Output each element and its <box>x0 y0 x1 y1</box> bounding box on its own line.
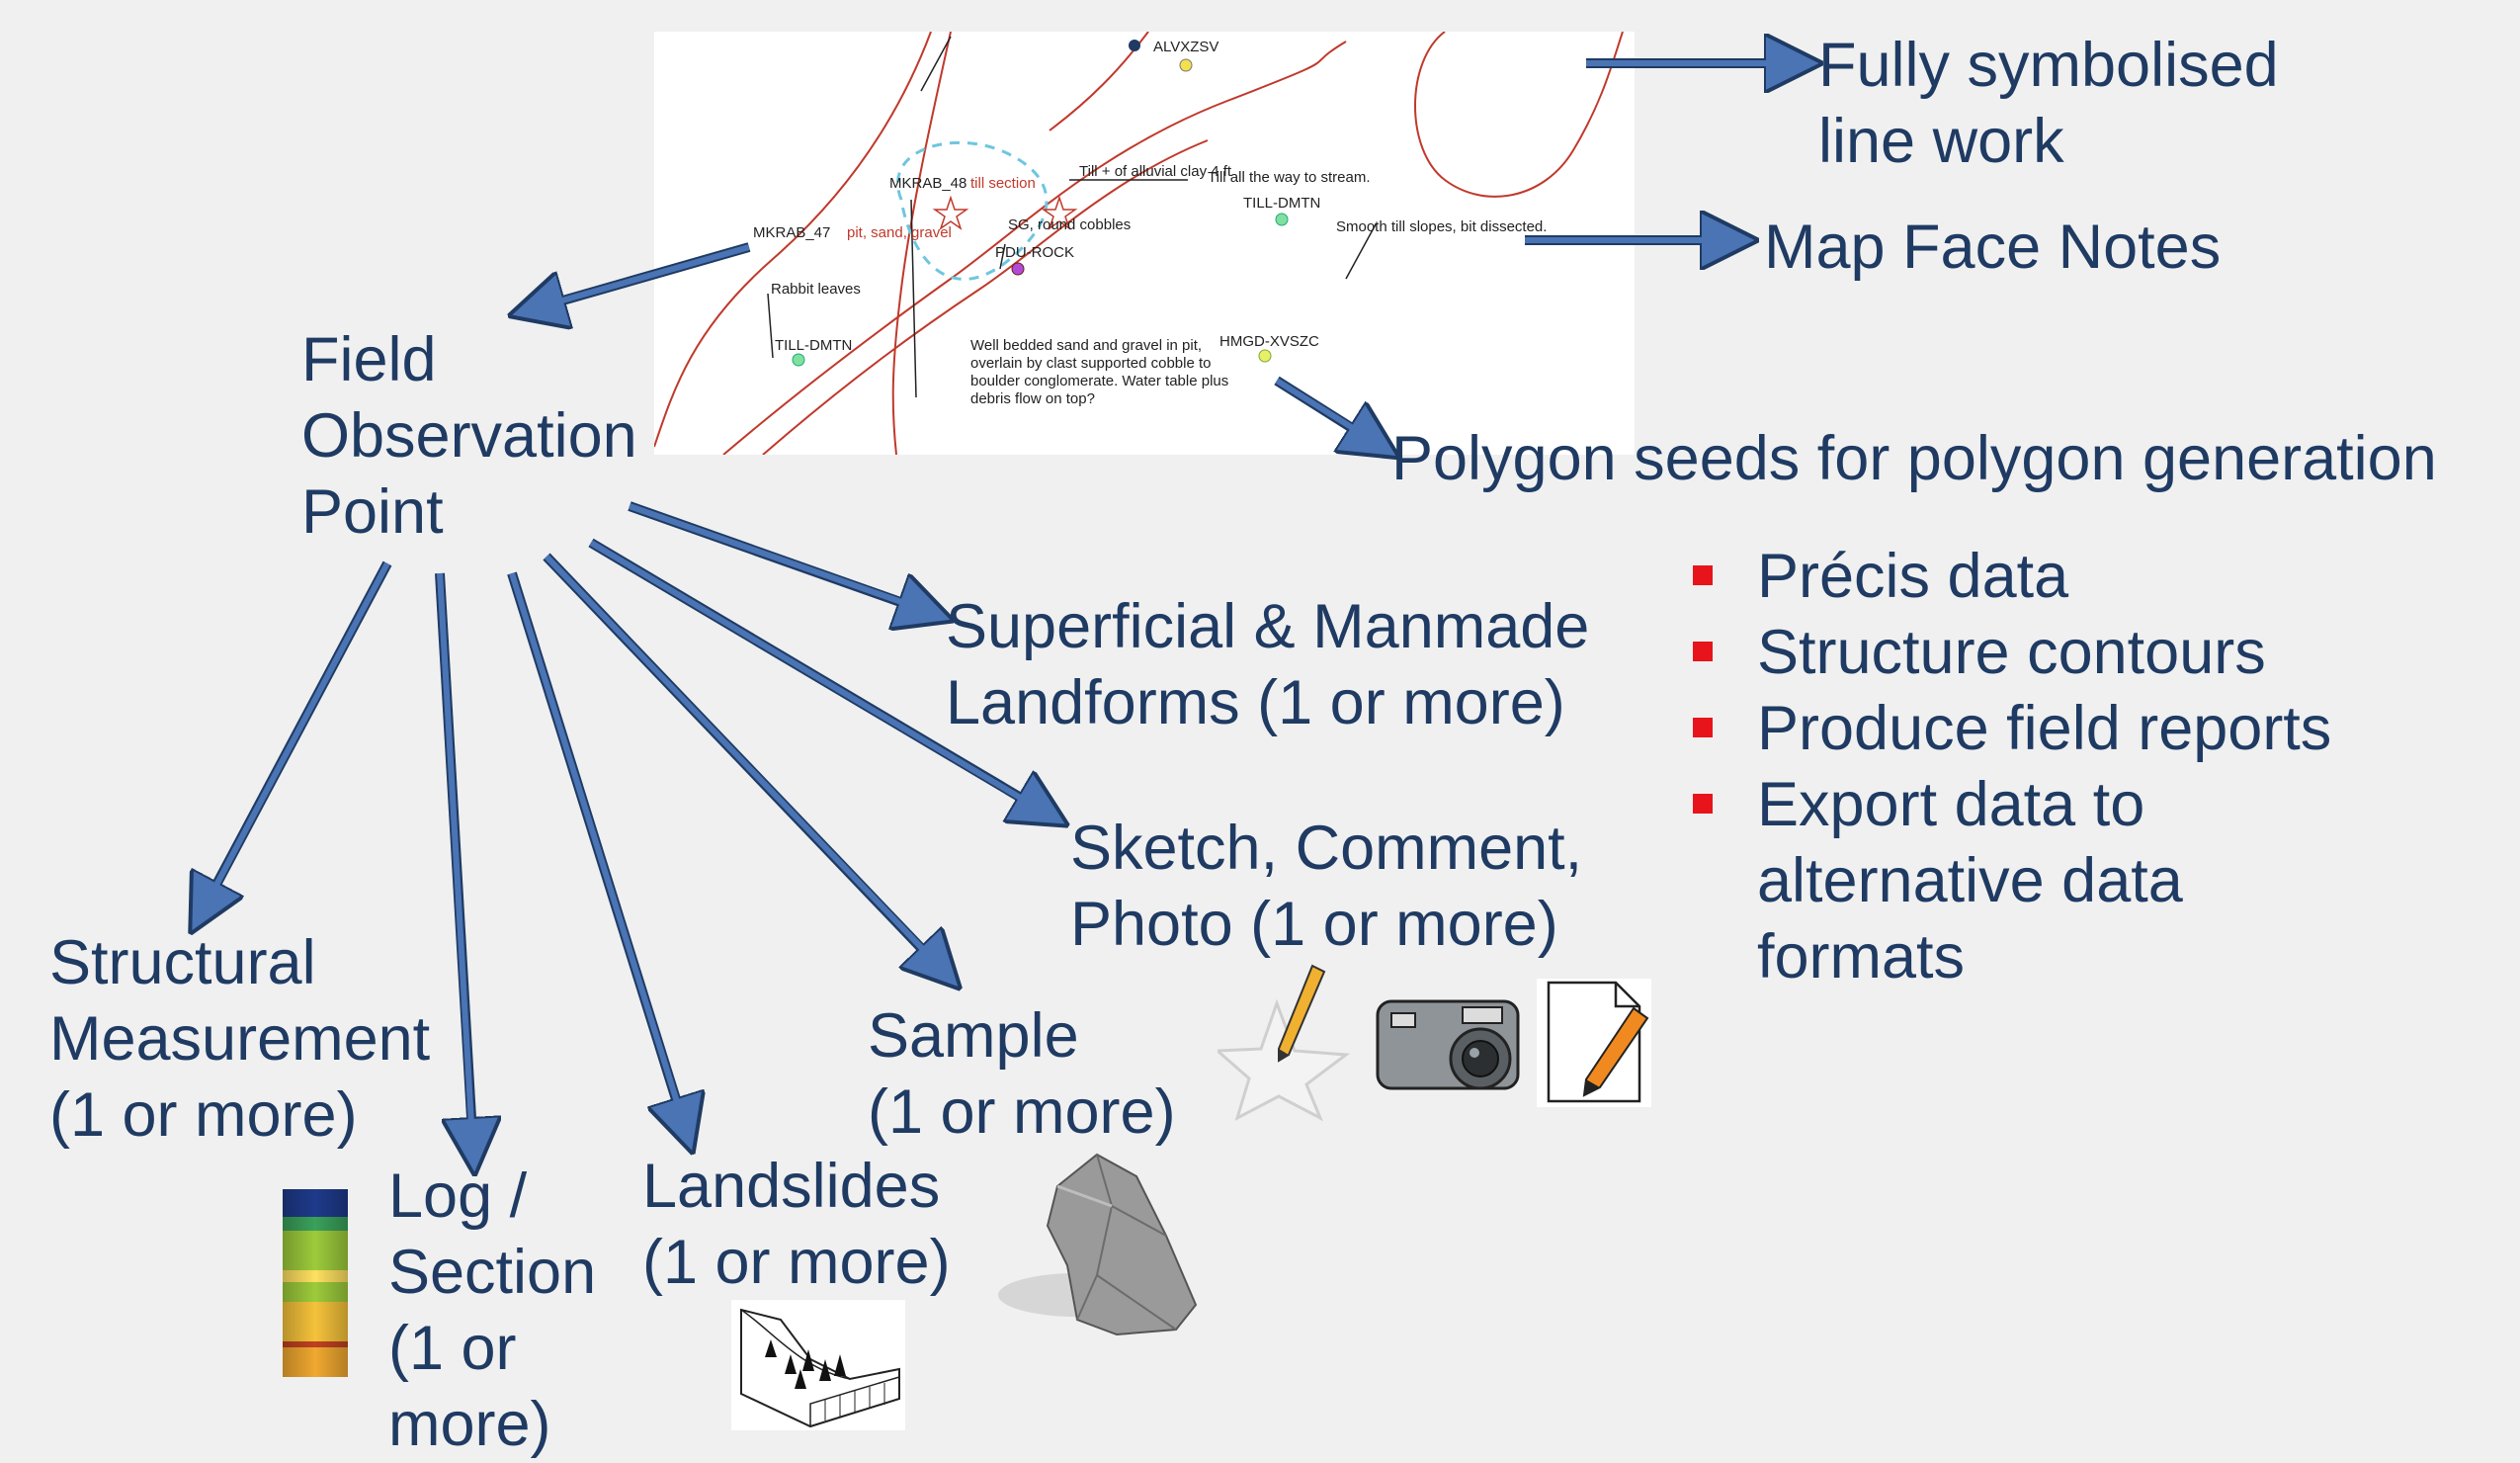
map-label: till section <box>970 175 1036 192</box>
pencil-star-icon <box>1218 964 1351 1122</box>
star-marker <box>932 195 969 230</box>
bullet-marker <box>1693 642 1713 661</box>
map-label: Till all the way to stream. <box>1208 169 1371 186</box>
leader-line <box>910 199 917 398</box>
list-item: Produce field reports <box>1688 691 2331 767</box>
map-label: boulder conglomerate. Water table plus <box>970 373 1228 389</box>
map-excerpt: ALVXZSV MKRAB_48 till section MKRAB_47 p… <box>654 32 1635 455</box>
leader-line <box>920 36 952 92</box>
document-pencil-icon <box>1537 979 1651 1107</box>
log-column-icon <box>283 1189 348 1377</box>
polygon-seeds-label: Polygon seeds for polygon generation <box>1391 424 2437 493</box>
map-line <box>722 41 1347 455</box>
rock-sample-icon <box>998 1153 1198 1336</box>
map-label: Rabbit leaves <box>771 281 861 298</box>
list-item: Export data to alternative data formats <box>1688 767 2331 995</box>
point-marker <box>1275 213 1289 226</box>
point-marker <box>792 353 805 367</box>
star-marker <box>1041 195 1078 230</box>
map-label: Smooth till slopes, bit dissected. <box>1336 218 1547 235</box>
map-label: Till + of alluvial clay 4 ft <box>1079 163 1232 180</box>
point-marker <box>1179 58 1193 72</box>
point-marker <box>1129 40 1140 51</box>
map-label: ALVXZSV <box>1153 39 1218 55</box>
camera-icon <box>1376 999 1520 1090</box>
map-label: MKRAB_47 <box>753 224 830 241</box>
leader-line <box>767 293 774 359</box>
map-label: Well bedded sand and gravel in pit, <box>970 337 1202 354</box>
map-label: TILL-DMTN <box>775 337 852 354</box>
map-face-notes-label: Map Face Notes <box>1764 213 2222 282</box>
map-label: SG, round cobbles <box>1008 216 1131 233</box>
point-marker <box>1011 262 1025 276</box>
bullet-marker <box>1693 794 1713 814</box>
leader-line <box>1345 223 1377 280</box>
map-label: TILL-DMTN <box>1243 195 1320 212</box>
sketch-comment-photo-label: Sketch, Comment, Photo (1 or more) <box>1070 814 1583 959</box>
point-marker <box>1258 349 1272 363</box>
map-label: overlain by clast supported cobble to <box>970 355 1211 372</box>
map-label: debris flow on top? <box>970 390 1095 407</box>
list-item: Structure contours <box>1688 615 2331 691</box>
geological-map: ALVXZSV MKRAB_48 till section MKRAB_47 p… <box>654 32 1624 455</box>
sample-label: Sample (1 or more) <box>868 1001 1176 1147</box>
superficial-landforms-label: Superficial & Manmade Landforms (1 or mo… <box>946 592 1590 737</box>
capabilities-list: Précis data Structure contours Produce f… <box>1688 539 2331 995</box>
bullet-marker <box>1693 718 1713 737</box>
landslides-label: Landslides (1 or more) <box>642 1152 951 1297</box>
map-label: PDU-ROCK <box>995 244 1074 261</box>
map-line <box>891 32 952 455</box>
map-line <box>654 32 932 448</box>
landslide-sketch-icon <box>731 1300 905 1430</box>
map-line <box>762 139 1209 455</box>
map-label: HMGD-XVSZC <box>1219 333 1319 350</box>
map-label: MKRAB_48 <box>889 175 966 192</box>
list-item: Précis data <box>1688 539 2331 615</box>
structural-measurement-label: Structural Measurement (1 or more) <box>49 928 431 1150</box>
map-label: pit, sand, gravel <box>847 224 952 241</box>
map-line <box>1414 32 1624 198</box>
leader-line <box>999 243 1006 270</box>
log-section-label: Log / Section (1 or more) <box>388 1162 597 1459</box>
field-observation-label: Field Observation Point <box>301 325 637 547</box>
fully-symbolised-label: Fully symbolised line work <box>1818 31 2279 176</box>
bullet-marker <box>1693 565 1713 585</box>
